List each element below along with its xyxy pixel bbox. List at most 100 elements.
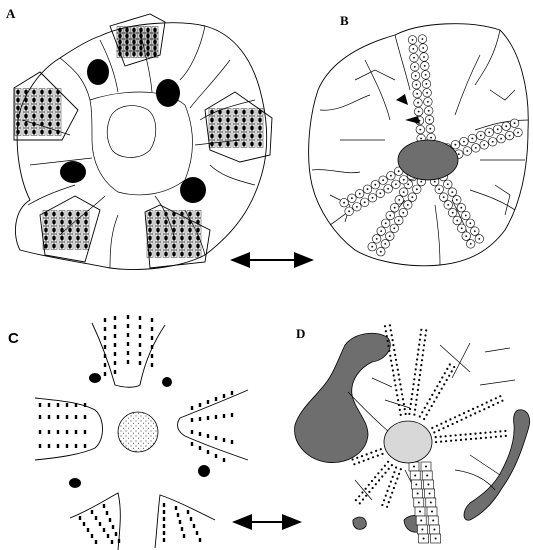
- pore-dot: [465, 433, 467, 435]
- pore-dot: [391, 464, 393, 466]
- pore: [423, 538, 425, 540]
- panel-a: A: [6, 6, 272, 269]
- pore: [188, 251, 192, 256]
- pore-dot: [391, 365, 393, 367]
- pore-dash: [91, 534, 93, 538]
- pore: [380, 230, 382, 232]
- pore-dot: [499, 395, 501, 397]
- pore: [44, 211, 48, 216]
- pore: [172, 219, 176, 224]
- pore: [68, 219, 72, 224]
- pore: [44, 219, 48, 224]
- pore: [474, 230, 476, 232]
- pore-dot: [434, 389, 436, 391]
- pore-dash: [104, 336, 106, 340]
- pore: [394, 207, 396, 209]
- pore: [218, 117, 222, 122]
- pore-dash: [48, 403, 50, 407]
- pore: [432, 520, 434, 522]
- pore-dot: [442, 427, 444, 429]
- pore-dot: [419, 374, 421, 376]
- pore-dot: [375, 450, 377, 452]
- pore: [455, 144, 457, 146]
- pore: [420, 181, 422, 183]
- pore-dot: [355, 499, 357, 501]
- pore: [164, 243, 168, 248]
- pore-dash: [139, 361, 141, 365]
- pore-dot: [494, 431, 496, 433]
- pore: [426, 83, 428, 85]
- pore: [118, 51, 122, 56]
- pore: [68, 227, 72, 232]
- pore: [416, 84, 418, 86]
- pore-dot: [399, 383, 401, 385]
- pore-dot: [451, 370, 453, 372]
- pore-dot: [425, 329, 427, 331]
- pore-dash: [127, 324, 129, 328]
- pore: [40, 129, 44, 134]
- pore: [32, 89, 36, 94]
- panel-label-c: C: [8, 330, 19, 347]
- pore: [424, 65, 426, 67]
- pore-dot: [412, 388, 414, 390]
- pore: [188, 211, 192, 216]
- pore-dash: [66, 430, 68, 434]
- pore-dash: [99, 522, 101, 526]
- pore: [156, 251, 160, 256]
- pore: [380, 251, 382, 253]
- pore: [226, 125, 230, 130]
- pore: [403, 179, 405, 181]
- pore-dot: [378, 479, 380, 481]
- pore-dot: [395, 389, 397, 391]
- pore: [180, 243, 184, 248]
- pore: [172, 251, 176, 256]
- pore-dot: [361, 455, 363, 457]
- pore-dot: [495, 436, 497, 438]
- pore: [156, 219, 160, 224]
- pore: [438, 188, 440, 190]
- pore-dot: [456, 421, 458, 423]
- pore-dot: [370, 452, 372, 454]
- pore-dot: [455, 439, 457, 441]
- pore-dash: [215, 436, 217, 440]
- pore-dash: [75, 444, 77, 448]
- pore-dash: [199, 417, 201, 421]
- pore-dot: [435, 441, 437, 443]
- pore-dot: [450, 440, 452, 442]
- pore-dot: [417, 389, 419, 391]
- pore-dash: [114, 370, 116, 374]
- pore: [218, 109, 222, 114]
- pore: [156, 235, 160, 240]
- pore-dot: [398, 374, 400, 376]
- pore: [226, 141, 230, 146]
- pore: [343, 202, 345, 204]
- pore-dash: [181, 527, 183, 531]
- pore-dash: [104, 363, 106, 367]
- panel-b: B: [309, 13, 529, 266]
- pore: [188, 243, 192, 248]
- ambulacral-sector-c-right: [178, 390, 248, 460]
- pore: [407, 204, 409, 206]
- pore: [250, 141, 254, 146]
- pore: [422, 47, 424, 49]
- pore-dot: [415, 399, 417, 401]
- pore-dot: [405, 413, 407, 415]
- pore-dot: [416, 358, 418, 360]
- pore: [417, 102, 419, 104]
- pore-dot: [409, 408, 411, 410]
- pore-dot: [417, 353, 419, 355]
- pore-dash: [151, 327, 153, 331]
- pore-dot: [365, 495, 367, 497]
- pore-dash: [104, 327, 106, 331]
- pore-dot: [435, 436, 437, 438]
- pore-dot: [393, 471, 395, 473]
- pore-dot: [384, 465, 386, 467]
- pore-dash: [139, 316, 141, 320]
- pore-dot: [359, 502, 361, 504]
- pore-dot: [490, 399, 492, 401]
- pore: [132, 45, 136, 50]
- pore-dot: [368, 491, 370, 493]
- pore: [425, 74, 427, 76]
- pore: [146, 39, 150, 44]
- pore-dot: [450, 435, 452, 437]
